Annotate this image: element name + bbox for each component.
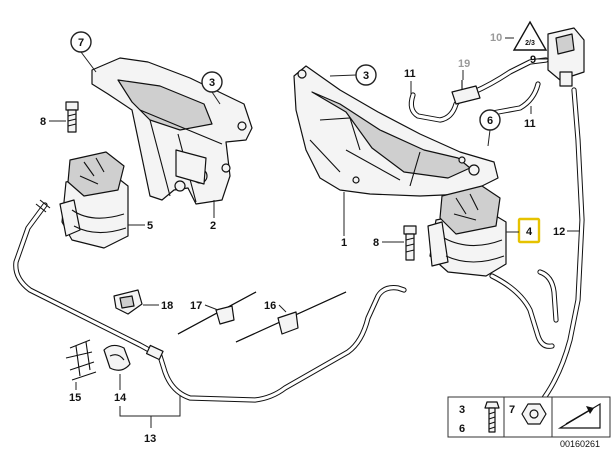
hose-line-right <box>489 269 559 349</box>
label-5: 5 <box>147 220 153 232</box>
svg-text:2/3: 2/3 <box>525 40 535 47</box>
engine-bracket-left <box>91 57 253 205</box>
legend-7: 7 <box>509 404 515 416</box>
engine-bracket-1 <box>293 65 499 197</box>
vacuum-valve-9 <box>547 27 585 87</box>
clip-18 <box>113 289 143 315</box>
callout-7[interactable]: 7 <box>70 31 97 73</box>
reference-number: 00160261 <box>560 439 600 449</box>
label-15: 15 <box>69 392 81 404</box>
label-18: 18 <box>161 300 173 312</box>
label-12: 12 <box>553 226 565 238</box>
screw-icon <box>484 401 500 433</box>
hose-12 <box>537 87 585 407</box>
label-13: 13 <box>144 433 156 445</box>
label-16: 16 <box>264 300 276 312</box>
hose-line-13 <box>13 199 407 403</box>
nut-icon <box>521 403 547 425</box>
callout-3-left[interactable]: 3 <box>201 71 223 105</box>
bolt-8-left <box>65 101 79 133</box>
legend-3: 3 <box>459 404 465 416</box>
warning-triangle-icon: 2/3 <box>512 20 548 51</box>
hose-11 <box>408 57 549 123</box>
callout-6[interactable]: 6 <box>479 109 501 147</box>
callout-3-left-label: 3 <box>209 77 215 89</box>
legend-6: 6 <box>459 423 465 435</box>
label-9: 9 <box>530 54 536 66</box>
arrow-icon <box>557 402 601 429</box>
label-8-left: 8 <box>40 116 46 128</box>
callout-19-label: 19 <box>458 58 470 70</box>
connector-19 <box>451 80 481 105</box>
clip-14 <box>103 344 131 371</box>
label-1: 1 <box>341 237 347 249</box>
label-8-right: 8 <box>373 237 379 249</box>
bolt-8-right <box>403 225 417 261</box>
clip-15 <box>65 339 97 381</box>
label-17: 17 <box>190 300 202 312</box>
callout-3-right[interactable]: 3 <box>329 64 377 86</box>
label-11-left: 11 <box>404 68 416 80</box>
cable-tie-17 <box>177 291 257 335</box>
engine-mount-5 <box>59 151 129 249</box>
callout-10[interactable]: 10 <box>490 32 514 44</box>
callout-3-right-label: 3 <box>363 70 369 82</box>
legend-box: 3 6 7 <box>447 396 611 438</box>
label-4-highlighted[interactable]: 4 <box>506 217 541 244</box>
label-14: 14 <box>114 392 127 404</box>
callout-19[interactable]: 19 <box>458 58 470 80</box>
label-11-right: 11 <box>524 118 536 130</box>
label-4: 4 <box>526 226 533 238</box>
label-2: 2 <box>210 220 216 232</box>
callout-6-label: 6 <box>487 115 493 127</box>
callout-7-label: 7 <box>78 37 84 49</box>
cable-tie-16 <box>235 291 347 343</box>
callout-10-label: 10 <box>490 32 502 44</box>
engine-mount-4 <box>427 185 507 277</box>
